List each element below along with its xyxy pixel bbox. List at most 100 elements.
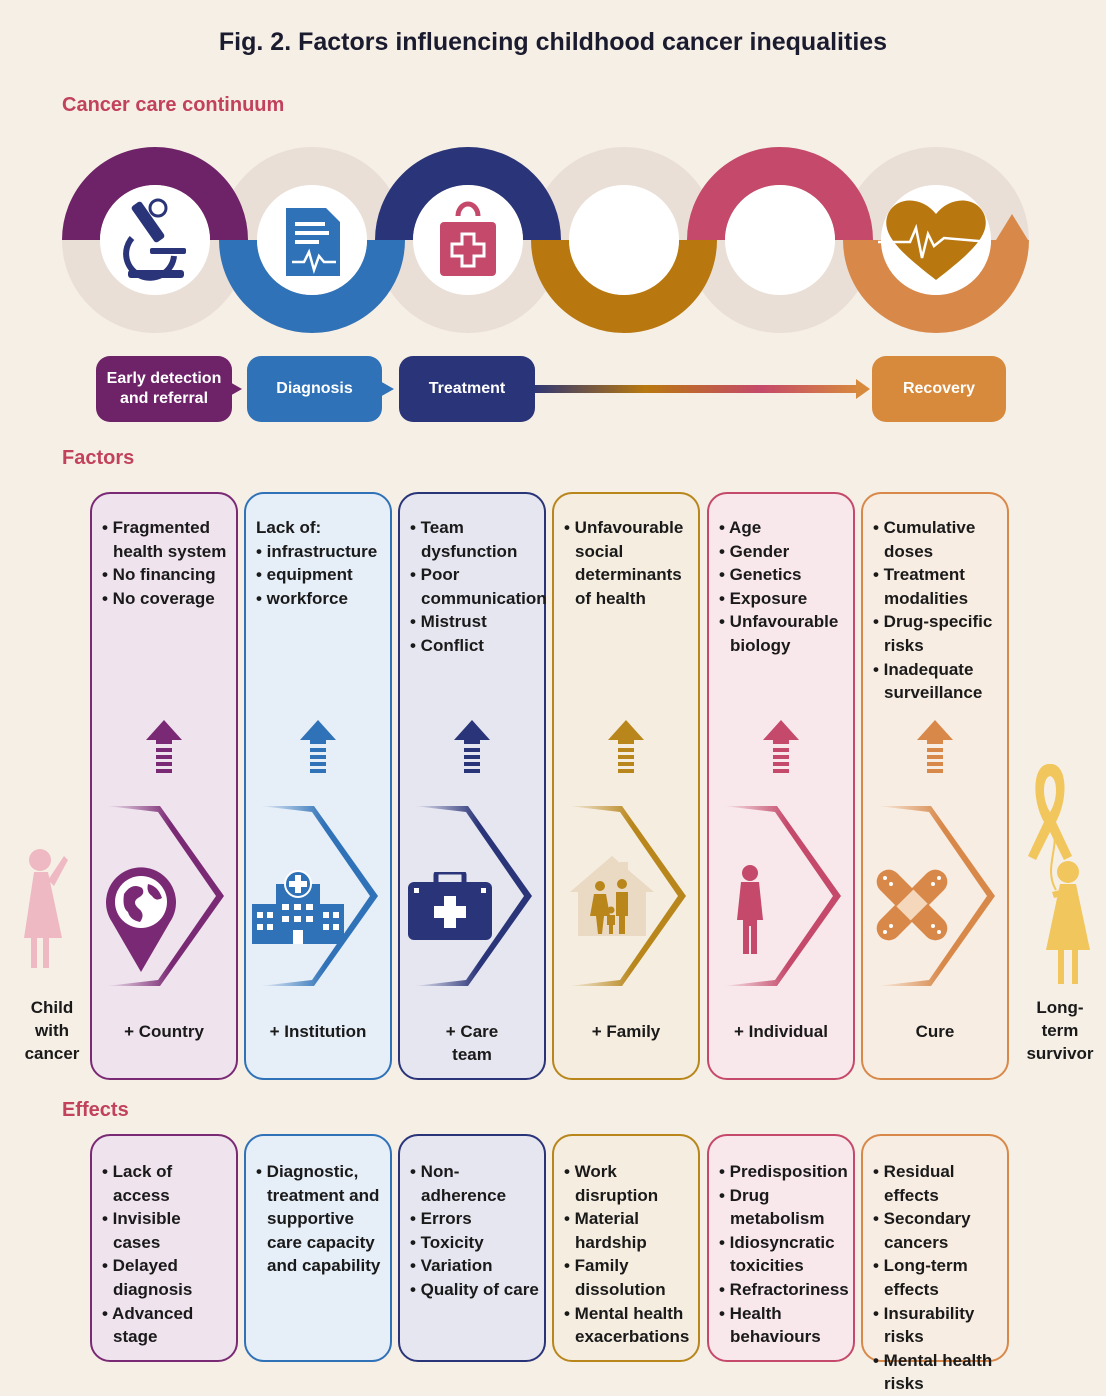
section-heading-effects: Effects xyxy=(62,1099,129,1121)
factor-list: • Fragmented health system• No financing… xyxy=(102,516,232,610)
column-label: + Institution xyxy=(246,1020,390,1043)
column-label: Cure xyxy=(863,1020,1007,1043)
stage-treatment: Treatment xyxy=(399,356,535,422)
column-label-line: + Institution xyxy=(269,1022,367,1041)
first-aid-kit-icon xyxy=(408,869,492,945)
factors-item: • Mistrust xyxy=(410,612,487,632)
effects-item: • Advanced stage xyxy=(102,1303,194,1347)
effect-column-4: • Work disruption• Material hardship• Fa… xyxy=(552,1134,700,1362)
factors-item: • Drug-specific risks xyxy=(873,612,993,655)
factor-column-4: • Unfavourable social determinants of he… xyxy=(552,492,700,1080)
effect-list: • Lack of access• Invisible cases• Delay… xyxy=(102,1160,232,1349)
up-arrow-icon xyxy=(146,720,182,773)
child-silhouette-pink-icon xyxy=(24,849,68,968)
medical-bag-icon xyxy=(440,201,496,276)
factors-item: • workforce xyxy=(256,588,348,608)
factor-list: • Unfavourable social determinants of he… xyxy=(564,516,694,610)
factor-column-3: • Team dysfunction• Poor communication• … xyxy=(398,492,547,1080)
column-label-line: + Care xyxy=(445,1022,499,1041)
effects-item: • Residual effects xyxy=(873,1162,955,1205)
factor-column-6: • Cumulative doses• Treatment modalities… xyxy=(861,492,1009,1080)
factors-item: • equipment xyxy=(256,565,353,585)
factors-item: • Inadequate surveillance xyxy=(873,659,983,703)
factor-list: • Age• Gender• Genetics• Exposure• Unfav… xyxy=(719,516,849,658)
up-arrow-icon xyxy=(763,720,799,773)
wave-segment-diagnosis xyxy=(219,239,405,333)
effects-item: • Non-adherence xyxy=(410,1162,507,1205)
wave-segment-transition-1 xyxy=(531,239,717,333)
factors-item: • Team dysfunction xyxy=(410,518,518,561)
stage-label: and referral xyxy=(119,390,209,407)
hospital-icon xyxy=(250,870,346,949)
factor-list-header: Lack of: xyxy=(256,518,322,537)
factors-item: • Gender xyxy=(719,541,790,561)
factors-item: • Conflict xyxy=(410,635,484,655)
factor-list: Lack of:• infrastructure• equipment• wor… xyxy=(256,516,386,610)
effect-column-1: • Lack of access• Invisible cases• Delay… xyxy=(90,1134,238,1362)
stage-label: Early detection xyxy=(106,370,222,387)
effects-item: • Long-term effects xyxy=(873,1256,968,1299)
effect-column-3: • Non-adherence • Errors • Toxicity • Varia… xyxy=(398,1134,546,1362)
effects-item: • Insurability risks xyxy=(873,1303,975,1347)
column-label-line: + Country xyxy=(124,1022,204,1041)
effects-item: • Errors xyxy=(410,1209,472,1229)
effects-item: • Work disruption xyxy=(564,1162,659,1205)
side-label-line: with xyxy=(35,1021,69,1040)
factor-column-5: • Age• Gender• Genetics• Exposure• Unfav… xyxy=(707,492,855,1080)
effects-item: • Delayed diagnosis xyxy=(102,1256,193,1299)
wave-segment-early-detection xyxy=(62,147,248,241)
factor-column-1: • Fragmented health system• No financing… xyxy=(90,492,238,1080)
effects-item: • Refractoriness xyxy=(719,1279,849,1299)
effect-list: • Residual effects• Secondary cancers• L… xyxy=(873,1160,1003,1396)
effects-item: • Secondary cancers xyxy=(873,1209,971,1252)
effects-item: • Quality of care xyxy=(410,1279,539,1299)
column-label: + Family xyxy=(554,1020,698,1043)
stage-recovery: Recovery xyxy=(872,356,1006,422)
stage-label: Treatment xyxy=(428,380,506,397)
side-label-line: term xyxy=(1041,1021,1079,1040)
factor-list: • Team dysfunction• Poor communication• … xyxy=(410,516,547,658)
column-label-line: + Family xyxy=(591,1022,661,1041)
bandage-cross-icon xyxy=(871,864,953,951)
effects-item: • Toxicity xyxy=(410,1232,484,1252)
side-label-line: Long- xyxy=(1036,998,1084,1017)
effects-item: • Material hardship xyxy=(564,1209,647,1252)
child-silhouette-icon xyxy=(735,864,765,961)
factors-item: • Fragmented health system xyxy=(102,518,227,561)
effect-column-5: • Predisposition• Drug metabolism• Idios… xyxy=(707,1134,855,1362)
side-label-line: cancer xyxy=(24,1044,80,1063)
effect-list: • Non-adherence • Errors • Toxicity • Varia… xyxy=(410,1160,540,1302)
figure-title: Fig. 2. Factors influencing childhood ca… xyxy=(218,28,888,56)
factors-item: • Exposure xyxy=(719,588,808,608)
column-label-line: Cure xyxy=(915,1022,955,1041)
microscope-icon xyxy=(123,198,186,281)
effects-item: • Variation xyxy=(410,1256,493,1276)
factors-item: • Treatment modalities xyxy=(873,565,969,608)
effect-list: • Diagnostic, treatment and supportive c… xyxy=(256,1160,386,1278)
factors-item: • Cumulative doses xyxy=(873,518,976,561)
effects-item: • Diagnostic, treatment and supportive c… xyxy=(256,1162,381,1276)
factors-item: • Unfavourable social determinants of he… xyxy=(564,518,684,608)
up-arrow-icon xyxy=(917,720,953,773)
factors-item: • Age xyxy=(719,518,762,537)
effect-list: • Predisposition• Drug metabolism• Idios… xyxy=(719,1160,849,1349)
stage-early-detection: Early detection and referral xyxy=(96,356,232,422)
side-label-long-term-survivor: Long- term survivor xyxy=(1018,996,1102,1065)
wave-segment-recovery xyxy=(843,239,1029,333)
column-label: + Individual xyxy=(709,1020,853,1043)
up-arrow-icon xyxy=(300,720,336,773)
effects-item: • Idiosyncratic toxicities xyxy=(719,1232,835,1276)
family-home-icon xyxy=(566,852,658,943)
wave-segment-transition-2 xyxy=(687,147,873,241)
effects-item: • Drug metabolism xyxy=(719,1185,825,1229)
effects-item: • Health behaviours xyxy=(719,1303,821,1347)
factor-column-2: Lack of:• infrastructure• equipment• wor… xyxy=(244,492,392,1080)
up-arrow-icon xyxy=(454,720,490,773)
wave-end-arrowhead xyxy=(996,214,1028,240)
side-label-line: survivor xyxy=(1026,1044,1094,1063)
effect-list: • Work disruption• Material hardship• Fa… xyxy=(564,1160,694,1349)
globe-pin-icon xyxy=(106,864,176,979)
factors-item: • Unfavourable biology xyxy=(719,612,839,655)
stage-diagnosis: Diagnosis xyxy=(247,356,382,422)
